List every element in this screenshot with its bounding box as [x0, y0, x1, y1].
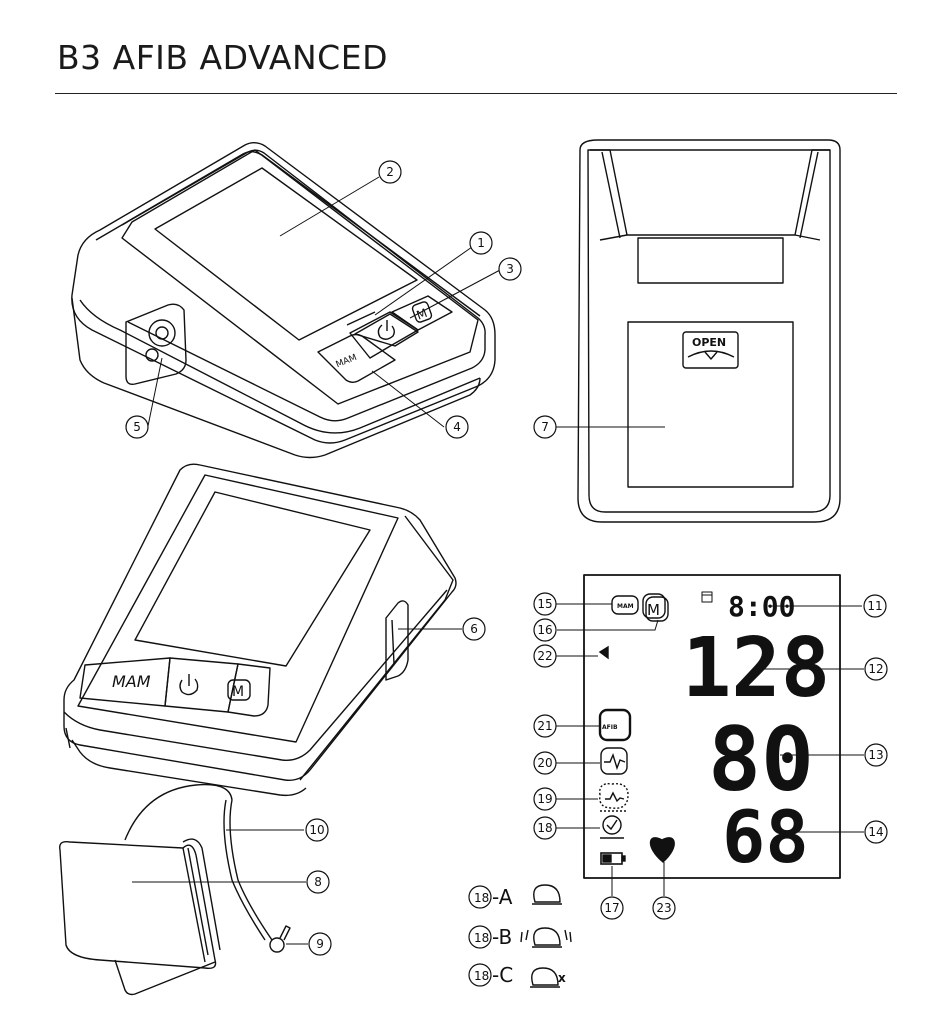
mam-icon — [611, 595, 639, 615]
callout-21: 21 — [537, 719, 552, 733]
callouts: 2 1 3 4 5 6 7 8 9 10 11 12 13 14 15 16 1… — [125, 160, 888, 956]
afib-icon-label: AFIB — [602, 724, 618, 731]
afib-icon — [598, 708, 632, 742]
cuff-ok-icon — [533, 884, 561, 903]
memory-button — [391, 295, 453, 331]
side-socket — [125, 303, 187, 386]
legend-18b-suffix: -B — [492, 925, 512, 949]
cuff-error-x: x — [558, 971, 566, 985]
mam-label-front: MAM — [112, 672, 151, 691]
connector — [269, 937, 285, 953]
callout-19: 19 — [537, 792, 552, 806]
mam-button — [317, 333, 396, 383]
callout-13: 13 — [868, 748, 883, 762]
callout-3: 3 — [506, 262, 514, 276]
cuff — [59, 783, 291, 996]
callout-16: 16 — [537, 623, 552, 637]
cuff-check-icon — [602, 815, 622, 835]
display-screen — [154, 167, 418, 341]
callout-1: 1 — [477, 236, 485, 250]
callout-17: 17 — [604, 901, 619, 915]
page-title: B3 AFIB ADVANCED — [57, 38, 388, 77]
callout-9: 9 — [316, 937, 324, 951]
mam-button-label: MAM — [335, 353, 359, 370]
callout-11: 11 — [867, 599, 882, 613]
legend-18c-num: 18 — [474, 969, 489, 983]
label-plate — [637, 237, 784, 284]
memory-label-front: M — [232, 684, 244, 700]
callout-18: 18 — [537, 821, 552, 835]
legend-18a-suffix: -A — [492, 885, 513, 909]
battery-cover — [627, 321, 794, 488]
callout-15: 15 — [537, 597, 552, 611]
motion-icon — [599, 783, 629, 809]
heart-icon — [649, 837, 675, 863]
memory-icon — [642, 593, 666, 619]
callout-22: 22 — [537, 649, 552, 663]
pulse-wave-icon — [600, 747, 628, 775]
usb-port — [385, 600, 409, 681]
legend-18a-num: 18 — [474, 891, 489, 905]
callout-6: 6 — [470, 622, 478, 636]
callout-12: 12 — [868, 662, 883, 676]
title-divider — [55, 93, 897, 94]
power-button — [354, 313, 419, 347]
device-bottom-view: OPEN — [577, 139, 841, 523]
memory-button-front — [227, 663, 271, 717]
open-tab — [682, 331, 739, 369]
legend-18b-num: 18 — [474, 931, 489, 945]
callout-5: 5 — [133, 420, 141, 434]
pulse-readout: 68 — [722, 795, 809, 879]
cuff-error-icon — [531, 967, 559, 986]
legend-18c-suffix: -C — [492, 963, 513, 987]
calendar-icon — [701, 591, 713, 603]
air-tube — [124, 783, 233, 841]
diastolic-readout: 80 — [708, 708, 814, 811]
device-top-view: M MAM — [71, 142, 496, 459]
memory-icon-label: M — [647, 601, 660, 619]
callout-8: 8 — [314, 875, 322, 889]
callout-2: 2 — [386, 165, 394, 179]
device-front-view: MAM M — [63, 463, 457, 797]
callout-23: 23 — [656, 901, 671, 915]
indicator-arrow-icon — [598, 645, 609, 660]
callout-4: 4 — [453, 420, 461, 434]
power-button-front — [164, 657, 239, 713]
cuff-vibrate-icon — [533, 927, 561, 946]
callout-7: 7 — [541, 420, 549, 434]
callout-14: 14 — [868, 825, 883, 839]
callout-10: 10 — [309, 823, 324, 837]
open-label: OPEN — [692, 336, 726, 349]
callout-20: 20 — [537, 756, 552, 770]
display-screen-front — [134, 491, 371, 667]
mam-icon-label: MAM — [617, 603, 634, 610]
